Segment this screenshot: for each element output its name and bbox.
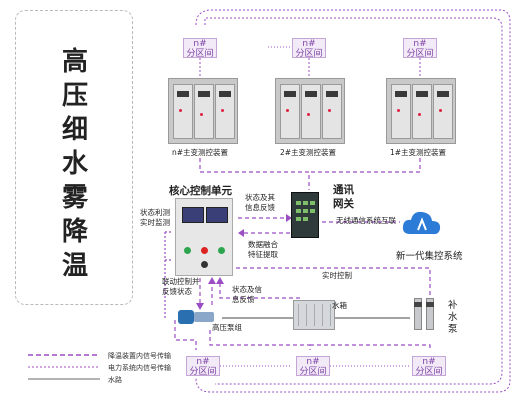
gateway-title-line2: 网关: [333, 198, 354, 210]
cabinet-1: [386, 78, 456, 144]
cabinet-n: [168, 78, 238, 144]
legend-item-power-signal: 电力系统内信号传输: [108, 364, 171, 372]
supply-pump-label: 补 水 泵: [448, 300, 458, 335]
supply-pump: [410, 298, 440, 332]
linkage-feedback-label: 联动控制并 反馈状态: [162, 277, 200, 296]
high-pressure-pump: [178, 306, 218, 328]
zone-box-bottom-n: n# 分区间: [186, 356, 220, 377]
status-info-feedback-label: 状态及信 息反馈: [232, 285, 262, 304]
gateway-title-line1: 通讯: [333, 184, 354, 196]
cabinet-2: [275, 78, 345, 144]
cabinet-1-label: 1#主变测控装置: [390, 148, 447, 157]
comm-gateway: [291, 192, 319, 238]
data-fusion-label: 数据融合 特征提取: [248, 240, 278, 259]
zone-box-bottom-2: n# 分区间: [296, 356, 330, 377]
cabinet-n-label: n#主变测控装置: [172, 148, 229, 157]
legend-item-cooling-signal: 降温装置内信号传输: [108, 352, 171, 360]
high-pressure-pump-label: 高压泵组: [212, 323, 242, 332]
status-feedback-top-label: 状态及其 信息反馈: [245, 193, 275, 212]
title-panel: [15, 10, 133, 305]
cloud-label: 新一代集控系统: [396, 251, 463, 262]
water-tank: [293, 300, 335, 330]
wireless-link-label: 无线通信系统互联: [336, 216, 396, 225]
main-title: 高 压 细 水 雾 降 温: [61, 47, 88, 281]
zone-box-top-n: n# 分区间: [183, 38, 217, 59]
cabinet-2-label: 2#主变测控装置: [280, 148, 337, 157]
zone-box-top-2: n# 分区间: [292, 38, 326, 59]
status-monitor-label: 状态利测 实时监测: [140, 208, 170, 227]
realtime-control-label: 实时控制: [322, 271, 352, 280]
cloud-icon: [402, 211, 441, 235]
core-control-unit: [175, 198, 233, 276]
legend-item-water: 水路: [108, 376, 122, 384]
zone-box-top-1: n# 分区间: [403, 38, 437, 59]
core-unit-title: 核心控制单元: [169, 185, 232, 197]
water-tank-label: 水箱: [332, 301, 347, 310]
zone-box-bottom-1: n# 分区间: [412, 356, 446, 377]
